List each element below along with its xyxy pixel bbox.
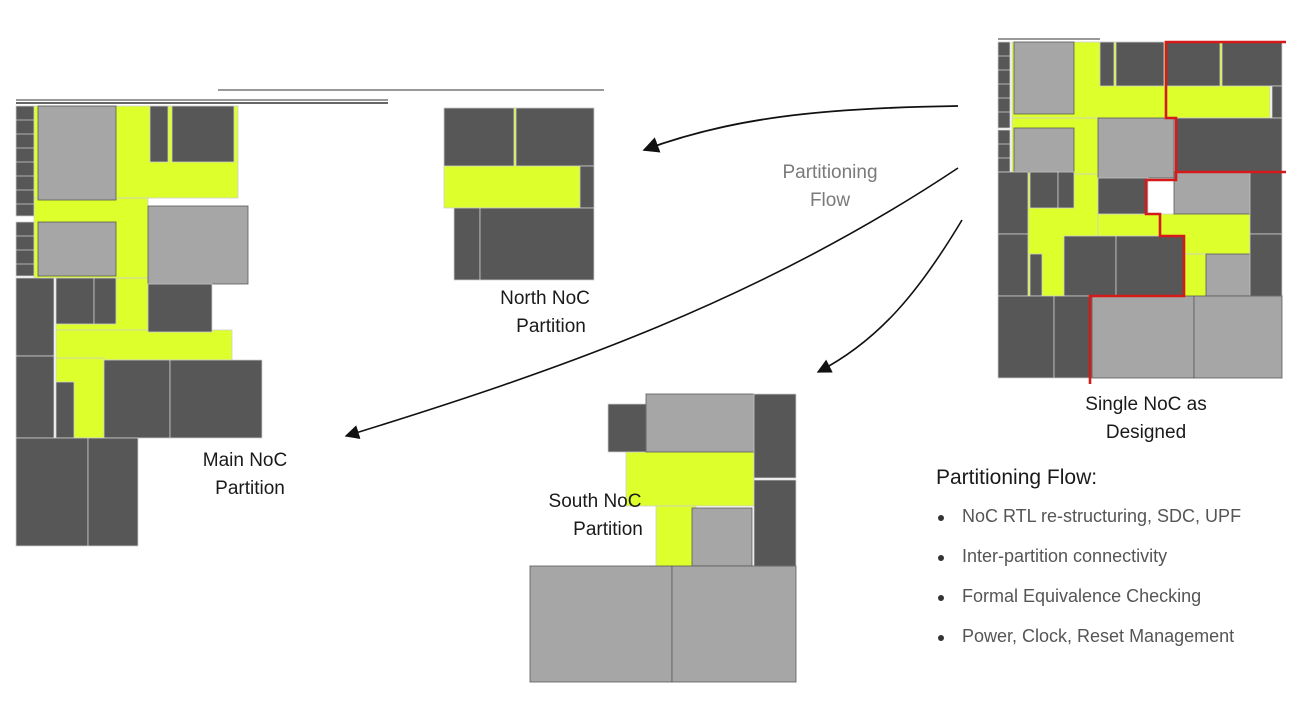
io-strip (997, 129, 1011, 173)
ip-block-light (671, 565, 797, 683)
ip-block-light (147, 205, 249, 285)
step-item: Formal Equivalence Checking (936, 586, 1306, 626)
ip-block-dark (15, 277, 55, 357)
ip-block-dark (1249, 233, 1283, 297)
ip-block-dark (93, 277, 117, 325)
ip-block-dark (1115, 41, 1165, 87)
partition-boundary-lower (1088, 172, 1186, 384)
partition-boundary-upper (1164, 40, 1286, 174)
ip-block-light (645, 393, 755, 453)
io-strip (15, 105, 35, 217)
noc-fabric (625, 451, 755, 507)
ip-block-dark (55, 277, 95, 325)
ip-block-light (691, 507, 753, 567)
ip-block-light (1205, 253, 1251, 297)
ip-block-dark (149, 105, 169, 163)
ip-block-dark (1099, 41, 1115, 87)
step-item: NoC RTL re-structuring, SDC, UPF (936, 506, 1306, 546)
arrow-to-north (642, 105, 959, 153)
ip-block-dark (1057, 171, 1075, 209)
ip-block-light (1193, 295, 1283, 379)
ip-block-dark (515, 107, 595, 167)
ip-block-dark (607, 403, 647, 453)
ip-block-dark (997, 233, 1029, 297)
ip-block-dark (169, 359, 263, 439)
steps-title: Partitioning Flow: (936, 466, 1098, 489)
ip-block-light (1091, 295, 1195, 379)
south-partition-label: South NoC Partition (548, 491, 643, 540)
ip-block-dark (15, 437, 89, 547)
ip-block-dark (753, 479, 797, 567)
ip-block-dark (479, 207, 595, 281)
single-noc-label: Single NoC as Designed (1085, 394, 1207, 443)
ip-block-dark (1271, 85, 1283, 119)
arrow-to-main (344, 167, 959, 440)
ip-block-light (1097, 117, 1175, 179)
ip-block-dark (753, 393, 797, 479)
ip-block-dark (579, 165, 595, 209)
ip-block-dark (997, 171, 1029, 235)
arrow-to-south (816, 219, 963, 373)
ip-block-dark (1165, 41, 1221, 87)
flow-label: Partitioning Flow (782, 162, 878, 211)
ip-block-dark (103, 359, 171, 439)
ip-block-dark (147, 283, 213, 333)
ip-block-light (37, 221, 117, 277)
single-noc-design (997, 38, 1286, 384)
ip-block-dark (443, 107, 515, 167)
ip-block-dark (1029, 253, 1043, 297)
main-partition-label: Main NoC Partition (202, 450, 288, 499)
main-noc-partition (15, 105, 263, 547)
steps-list: NoC RTL re-structuring, SDC, UPF Inter-p… (936, 506, 1306, 666)
north-partition-label: North NoC Partition (500, 288, 590, 337)
step-item: Inter-partition connectivity (936, 546, 1306, 586)
partitioning-steps: Partitioning Flow: NoC RTL re-structurin… (936, 466, 1306, 666)
step-item: Power, Clock, Reset Management (936, 626, 1306, 666)
south-noc-partition (529, 393, 797, 683)
ip-block-dark (55, 381, 75, 439)
noc-fabric (655, 505, 697, 569)
ip-block-dark (1115, 235, 1185, 297)
ip-block-dark (1063, 235, 1117, 297)
north-noc-partition (443, 107, 595, 281)
ip-block-light (529, 565, 673, 683)
ip-block-dark (453, 207, 481, 281)
noc-fabric (1183, 253, 1207, 299)
ip-block-light (37, 105, 117, 201)
ip-block-dark (1029, 171, 1059, 209)
ip-block-dark (1053, 295, 1093, 379)
ip-block-dark (1221, 41, 1283, 87)
ip-block-dark (15, 355, 55, 439)
ip-block-light (1013, 127, 1075, 173)
ip-block-dark (1249, 171, 1283, 235)
ip-block-dark (997, 295, 1055, 379)
ip-block-dark (171, 105, 235, 163)
noc-fabric (55, 329, 233, 361)
io-strip (997, 41, 1011, 129)
ip-block-light (1013, 41, 1075, 115)
io-strip (15, 221, 35, 277)
ip-block-dark (1175, 117, 1283, 173)
ip-block-dark (87, 437, 139, 547)
ip-block-dark (1097, 177, 1149, 215)
ip-block-light (1173, 171, 1251, 215)
